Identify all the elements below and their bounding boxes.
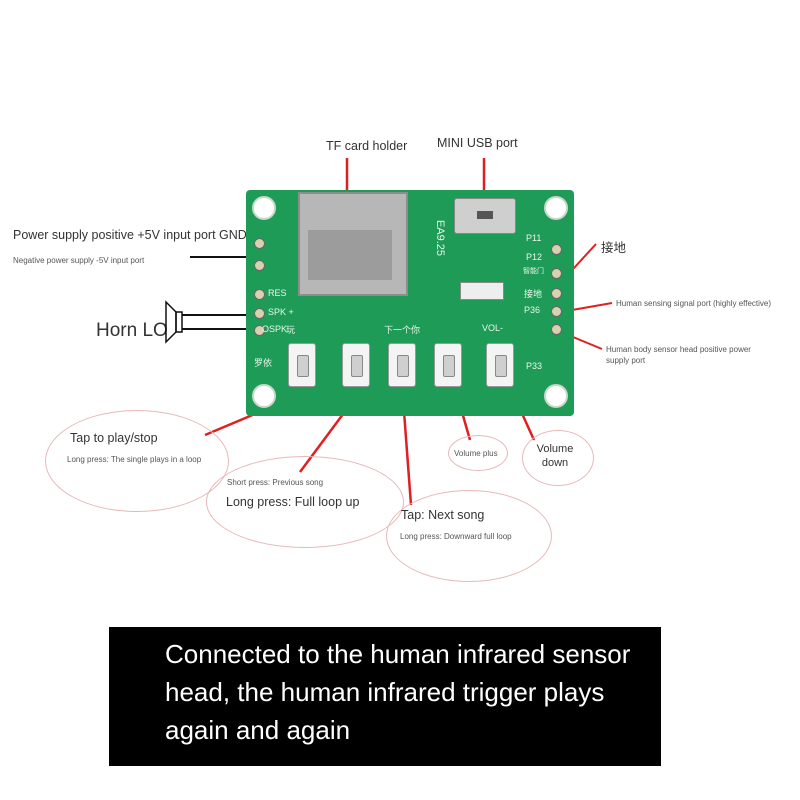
pin — [254, 289, 265, 300]
volume-down-label: Volume down — [536, 443, 574, 469]
volume-plus-button[interactable] — [434, 343, 462, 387]
right-pin-ground: 接地 — [524, 289, 543, 299]
mount-hole — [544, 384, 568, 408]
button-label-next: 下一个你 — [384, 325, 421, 335]
pin — [551, 244, 562, 255]
chip — [460, 282, 504, 300]
pin — [551, 324, 562, 335]
bubble-volume-plus — [448, 435, 508, 471]
bubble-volume-down — [522, 430, 594, 486]
next-button[interactable] — [388, 343, 416, 387]
pin — [551, 268, 562, 279]
pin — [254, 238, 265, 249]
right-pin-p36: P36 — [524, 305, 541, 315]
pin — [551, 306, 562, 317]
sensing-port-label: Human sensing signal port (highly effect… — [616, 299, 772, 308]
right-pin-p11: P11 — [526, 233, 542, 243]
prev-note: Short press: Previous song — [227, 478, 324, 487]
volume-plus-label: Volume plus — [454, 449, 498, 458]
right-pin-p33: P33 — [526, 361, 543, 371]
tf-card-label: TF card holder — [326, 139, 408, 153]
previous-button[interactable] — [342, 343, 370, 387]
right-small-label: 智能门 — [523, 268, 544, 275]
bubble-play — [45, 410, 229, 512]
pin — [254, 260, 265, 271]
play-note: Long press: The single plays in a loop — [67, 455, 202, 464]
prev-title: Long press: Full loop up — [226, 495, 360, 509]
speaker-icon — [165, 300, 183, 344]
ground-label: 接地 — [601, 241, 627, 255]
bubble-previous — [206, 456, 404, 548]
board-model: EA9.25 — [434, 219, 447, 257]
sensor-power-label: Human body sensor head positive power su… — [606, 345, 751, 365]
tf-card-holder — [298, 192, 408, 296]
left-pin-spk-plus: SPK + — [268, 307, 294, 317]
mini-usb-label: MINI USB port — [437, 136, 518, 150]
left-pin-ospk: OSPK — [262, 324, 288, 334]
power-negative-label: Negative power supply -5V input port — [13, 256, 145, 265]
play-button[interactable] — [288, 343, 316, 387]
button-label-vol-minus: VOL- — [482, 323, 504, 333]
mount-hole — [252, 196, 276, 220]
mount-hole — [544, 196, 568, 220]
volume-down-button[interactable] — [486, 343, 514, 387]
left-bottom-label: 罗依 — [254, 358, 273, 368]
button-label-play: 玩 — [286, 325, 296, 335]
mini-usb-port — [454, 198, 516, 234]
play-title: Tap to play/stop — [70, 431, 158, 445]
caption-box: Connected to the human infrared sensor h… — [109, 627, 661, 766]
next-note: Long press: Downward full loop — [400, 532, 512, 541]
caption-text: Connected to the human infrared sensor h… — [165, 639, 631, 745]
pcb-board: EA9.25 RES SPK + OSPK 罗依 P11 P12 智能门 接地 … — [246, 190, 574, 416]
bubble-next — [386, 490, 552, 582]
mount-hole — [252, 384, 276, 408]
pin — [254, 308, 265, 319]
next-title: Tap: Next song — [401, 508, 485, 522]
left-pin-res: RES — [268, 288, 287, 298]
horn-label: Horn LO — [96, 320, 168, 341]
pin — [551, 288, 562, 299]
pin — [254, 325, 265, 336]
right-pin-p12: P12 — [526, 252, 543, 262]
power-positive-label: Power supply positive +5V input port GND — [13, 228, 247, 242]
